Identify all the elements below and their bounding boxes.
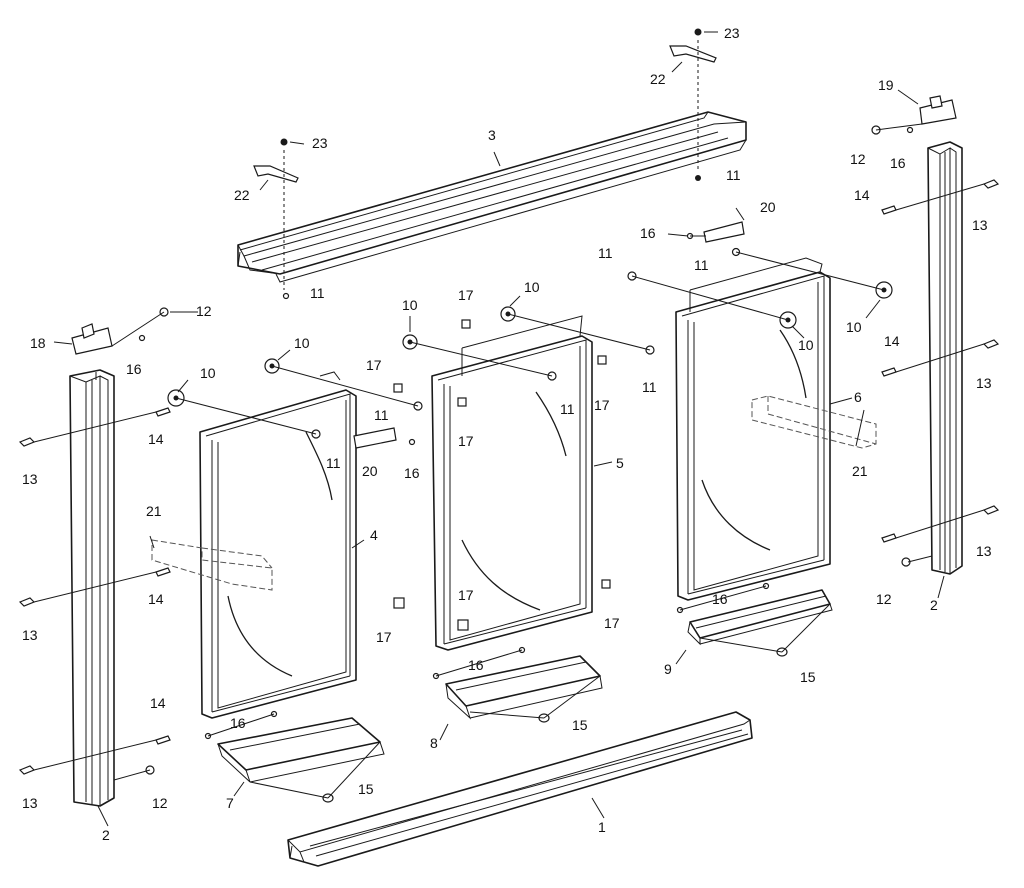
- callout-8: 8: [430, 735, 438, 751]
- hanger-bracket-right: [669, 45, 717, 63]
- right-jamb: [927, 141, 963, 575]
- callout-13-e: 13: [976, 375, 992, 391]
- callout-11-h: 11: [726, 167, 741, 183]
- callout-16-f: 16: [640, 225, 656, 241]
- top-header-rail: [237, 111, 747, 283]
- callout-9: 9: [664, 661, 672, 677]
- corner-guide-left: [71, 323, 113, 355]
- callout-13-f: 13: [976, 543, 992, 559]
- callout-10-b: 10: [294, 335, 310, 351]
- callout-12-c: 12: [850, 151, 866, 167]
- callout-10-c: 10: [402, 297, 418, 313]
- callout-12-d: 12: [876, 591, 892, 607]
- callout-11-e: 11: [642, 379, 657, 395]
- callout-15-a: 15: [358, 781, 374, 797]
- callout-21-a: 21: [146, 503, 162, 519]
- callout-22-b: 22: [650, 71, 666, 87]
- callout-4: 4: [370, 527, 378, 543]
- callout-19: 19: [878, 77, 894, 93]
- callout-12-a: 12: [196, 303, 212, 319]
- callout-11-f: 11: [598, 245, 613, 261]
- callout-17-b: 17: [366, 357, 382, 373]
- door-panel-left: [199, 371, 357, 719]
- callout-17-f: 17: [458, 587, 474, 603]
- towel-bar-left: [151, 539, 273, 591]
- callout-16-d: 16: [468, 657, 484, 673]
- callout-16-g: 16: [890, 155, 906, 171]
- callout-1: 1: [598, 819, 606, 835]
- callout-10-f: 10: [846, 319, 862, 335]
- callout-16-c: 16: [404, 465, 420, 481]
- callout-15-b: 15: [572, 717, 588, 733]
- callout-13-b: 13: [22, 627, 38, 643]
- roller-wheels: [167, 281, 893, 407]
- handle-left: [353, 427, 397, 449]
- callout-2-left: 2: [102, 827, 110, 843]
- callout-11-b: 11: [326, 455, 341, 471]
- callout-17-d: 17: [594, 397, 610, 413]
- callout-13-c: 13: [22, 795, 38, 811]
- callout-16-a: 16: [126, 361, 142, 377]
- callout-5: 5: [616, 455, 624, 471]
- bottom-guide-right: [687, 589, 833, 646]
- hanger-bracket-left: [253, 165, 299, 183]
- towel-bar-right: [751, 395, 877, 449]
- callout-23-b: 23: [724, 25, 740, 41]
- callout-13-a: 13: [22, 471, 38, 487]
- callout-3: 3: [488, 127, 496, 143]
- callout-14-e: 14: [884, 333, 900, 349]
- callout-14-c: 14: [150, 695, 166, 711]
- door-panel-right: [675, 257, 831, 601]
- callout-22-a: 22: [234, 187, 250, 203]
- callout-17-a: 17: [458, 287, 474, 303]
- callout-20-b: 20: [760, 199, 776, 215]
- callout-7: 7: [226, 795, 234, 811]
- callout-21-b: 21: [852, 463, 868, 479]
- callout-leaders: [53, 31, 945, 827]
- callout-10-a: 10: [200, 365, 216, 381]
- assembly-lines: [33, 40, 985, 799]
- callout-16-b: 16: [230, 715, 246, 731]
- handle-right: [703, 221, 745, 243]
- callout-11-a: 11: [310, 285, 325, 301]
- left-jamb: [69, 369, 115, 807]
- callout-18: 18: [30, 335, 46, 351]
- callout-14-b: 14: [148, 591, 164, 607]
- callout-10-d: 10: [524, 279, 540, 295]
- callout-20-a: 20: [362, 463, 378, 479]
- corner-guide-right: [919, 95, 957, 125]
- callout-14-a: 14: [148, 431, 164, 447]
- small-hardware: [18, 28, 1000, 803]
- callout-15-c: 15: [800, 669, 816, 685]
- callout-17-e: 17: [376, 629, 392, 645]
- callout-11-d: 11: [560, 401, 575, 417]
- callout-14-d: 14: [854, 187, 870, 203]
- callout-12-b: 12: [152, 795, 168, 811]
- callout-17-c: 17: [458, 433, 474, 449]
- callout-2-right: 2: [930, 597, 938, 613]
- callout-17-g: 17: [604, 615, 620, 631]
- callout-11-g: 11: [694, 257, 709, 273]
- bottom-sill: [287, 711, 753, 867]
- callout-6: 6: [854, 389, 862, 405]
- callout-13-d: 13: [972, 217, 988, 233]
- callout-11-c: 11: [374, 407, 389, 423]
- door-panel-center: [431, 315, 593, 651]
- callout-23-a: 23: [312, 135, 328, 151]
- callout-16-e: 16: [712, 591, 728, 607]
- callout-labels: 1 2 2 3 4 5 6 7 8 9 10 10 10 10 10 10 11…: [22, 25, 992, 843]
- callout-10-e: 10: [798, 337, 814, 353]
